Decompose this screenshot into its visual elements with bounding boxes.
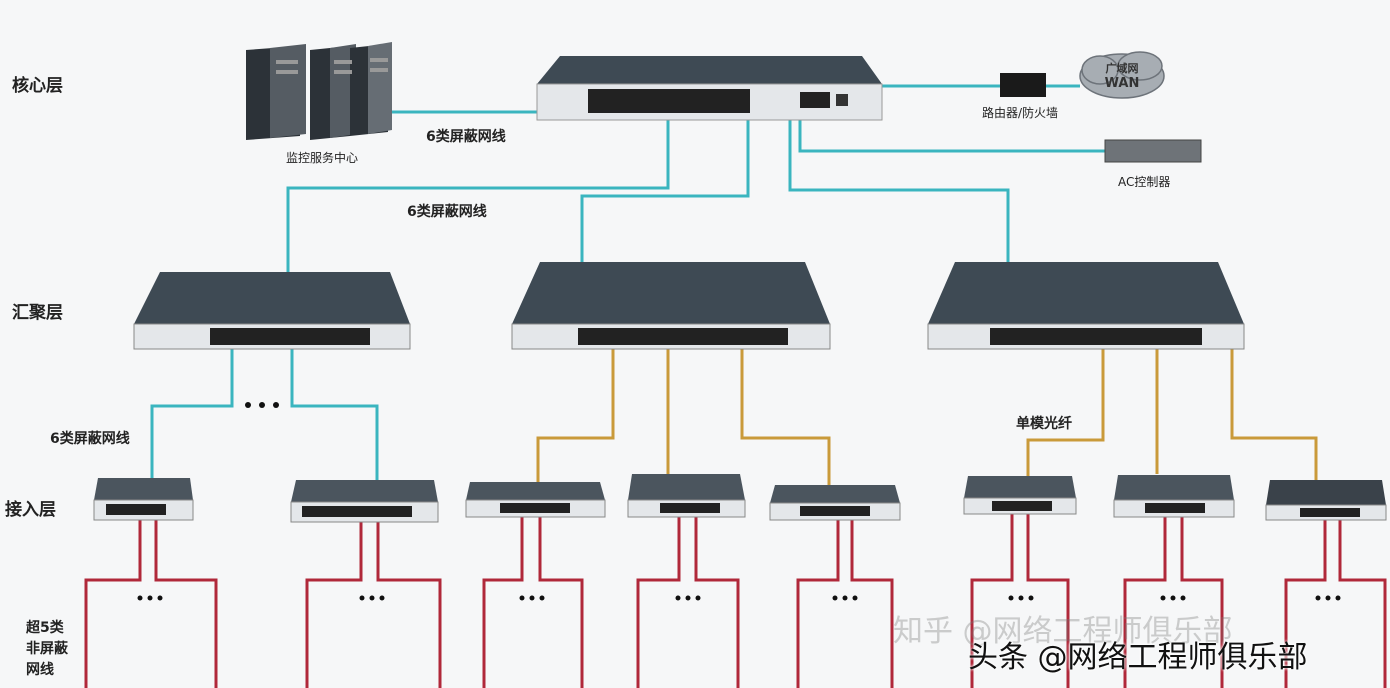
label-cable-type: 超5类 非屏蔽 网线 [26,620,68,678]
label-cable-core-server: 6类屏蔽网线 [426,129,506,145]
label-aggregation-layer: 汇聚层 [12,303,63,323]
access-switch-6-icon [963,476,1077,515]
ac-controller-icon [1104,139,1202,163]
fiber-agg3-acc6 [1026,349,1105,476]
access-switch-3-icon [465,482,606,518]
label-core-layer: 核心层 [12,76,63,96]
wan-cloud-icon [1079,51,1165,99]
label-wan-line1: 广域网 [1105,62,1139,75]
server-center-icon [246,42,392,140]
watermark-zhihu: 知乎 @网络工程师俱乐部 [893,614,1233,649]
copper-acc5 [796,520,894,688]
core-switch-icon [536,56,883,121]
core-links [150,84,1105,480]
link-agg1-acc1 [150,349,234,478]
label-fiber: 单模光纤 [1016,416,1072,432]
copper-acc7 [1123,517,1224,688]
copper-acc6 [970,514,1070,688]
terminal-ellipses [137,402,1341,601]
access-switch-4-icon [627,474,746,518]
label-wan-line2: WAN [1104,76,1140,91]
copper-acc2 [305,522,442,688]
fiber-agg2-acc5 [740,349,831,485]
copper-acc3 [482,517,584,688]
aggregation-switch-3-icon [927,262,1245,350]
access-switches [93,474,1387,523]
access-switch-5-icon [769,485,901,521]
label-ac-controller: AC控制器 [1118,175,1171,189]
label-access-layer: 接入层 [5,500,56,520]
copper-links [84,514,1387,688]
label-router-firewall: 路由器/防火墙 [982,106,1059,120]
label-cable-core-aggregation: 6类屏蔽网线 [407,204,487,220]
access-switch-7-icon [1113,475,1235,518]
router-firewall-icon [1000,73,1046,97]
fiber-agg2-acc3 [536,349,615,482]
copper-acc4 [636,517,740,688]
copper-acc8 [1284,520,1387,688]
access-switch-2-icon [290,480,439,523]
link-agg1-acc2 [290,349,379,480]
link-core-agg1 [286,120,670,272]
link-core-ac [798,120,1105,153]
copper-acc1 [84,520,218,688]
access-switch-8-icon [1265,480,1387,521]
label-cable-aggregation-access: 6类屏蔽网线 [50,431,130,447]
label-server-center: 监控服务中心 [286,151,359,165]
access-switch-1-icon [93,478,194,521]
aggregation-switch-2-icon [511,262,831,350]
watermark-toutiao: 头条 @网络工程师俱乐部 [968,640,1308,675]
aggregation-switch-1-icon [133,272,411,350]
fiber-agg3-acc8 [1230,349,1318,480]
fiber-links [536,349,1318,485]
